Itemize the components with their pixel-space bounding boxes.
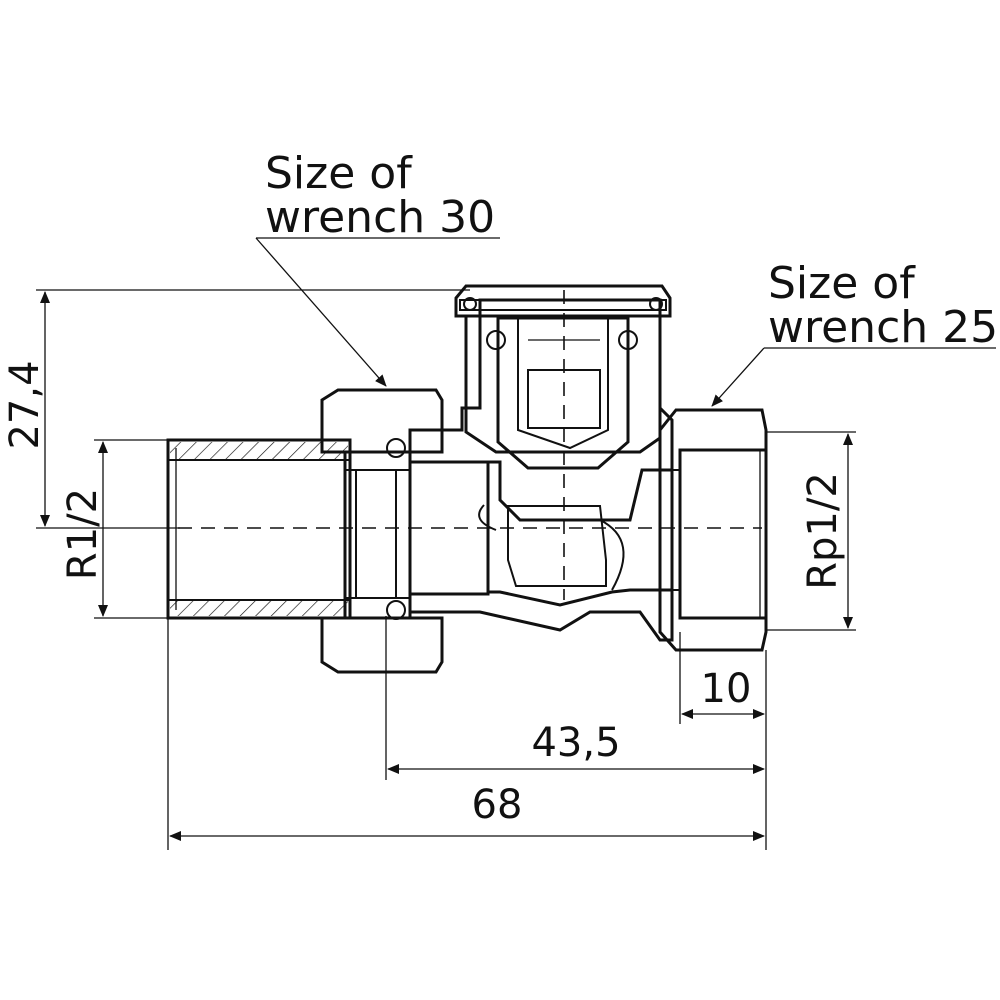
o-ring-cap-left: [486, 330, 506, 350]
left-tailpiece: [166, 438, 352, 620]
valve-body: [408, 298, 674, 642]
bonnet-cap: [454, 284, 672, 470]
dimension-body-length-value: 43,5: [531, 720, 620, 766]
wrench-30-line2: wrench 30: [265, 192, 495, 243]
o-ring-cap-right: [618, 330, 638, 350]
thread-left-label: R1/2: [60, 488, 106, 580]
o-ring-top-left: [386, 438, 406, 458]
dimension-thread-right: Rp1/2: [766, 431, 856, 631]
callout-wrench-30: Size of wrench 30: [255, 148, 500, 387]
dimension-total-length: 68: [167, 618, 765, 850]
dimension-thread-left: R1/2: [60, 439, 170, 619]
wrench-25-line1: Size of: [768, 258, 916, 309]
dimension-height: 27,4: [2, 289, 470, 529]
union-nut: [320, 388, 444, 674]
dimension-height-value: 27,4: [2, 360, 48, 449]
o-ring-bottom-left: [386, 600, 406, 620]
wrench-25-line2: wrench 25: [768, 302, 998, 353]
o-ring-cap-top-right: [649, 297, 663, 311]
dimension-body-length: 43,5: [385, 616, 765, 780]
dimension-thread-depth: 10: [679, 632, 767, 850]
dimension-thread-depth-value: 10: [701, 666, 752, 712]
wrench-30-line1: Size of: [265, 148, 413, 199]
dimension-total-length-value: 68: [472, 782, 523, 828]
right-female-nut: [644, 408, 768, 652]
o-ring-cap-top-left: [463, 297, 477, 311]
thread-right-label: Rp1/2: [800, 472, 846, 590]
callout-wrench-25: Size of wrench 25: [711, 258, 998, 407]
